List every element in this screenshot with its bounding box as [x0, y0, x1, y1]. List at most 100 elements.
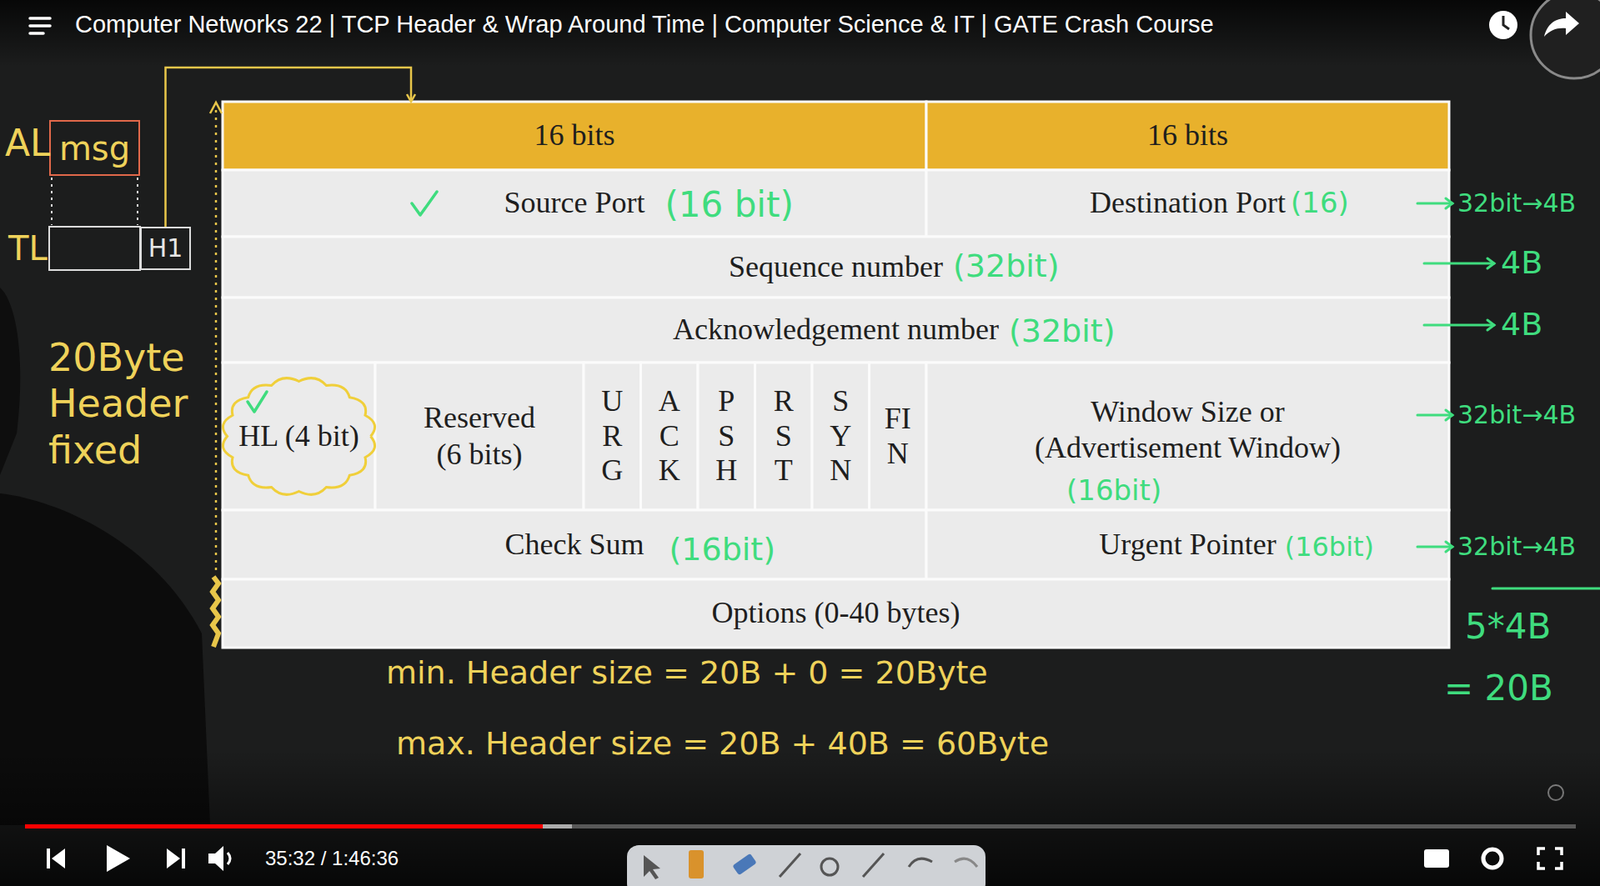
- drawing: [1487, 258, 1495, 269]
- field-size-note: (32bit): [952, 248, 1060, 286]
- field-text: ACK: [654, 384, 685, 488]
- drawing: [1489, 10, 1518, 40]
- table-cell: [222, 170, 927, 237]
- drawing: [51, 848, 66, 869]
- drawing: [136, 177, 139, 226]
- field-text: PSH: [711, 384, 742, 488]
- drawing: [212, 576, 219, 648]
- field-text: H1: [148, 233, 184, 264]
- row-size-note: 32bit→4B: [1457, 532, 1576, 562]
- row-size-note: 32bit→4B: [1457, 189, 1576, 219]
- field-text: Options (0-40 bytes): [712, 595, 961, 632]
- table-cell: [926, 101, 1450, 171]
- header-field: Reserved (6 bits): [375, 362, 584, 511]
- presenter-hair: [0, 287, 21, 476]
- player-right-icons: [1424, 848, 1562, 869]
- table-cell: [926, 362, 1450, 511]
- drawing: [1487, 320, 1495, 331]
- size-formula: min. Header size = 20B + 0 = 20Byte: [386, 655, 989, 693]
- drawing: [106, 845, 131, 873]
- drawing: [1503, 15, 1510, 30]
- row-size-note: 32bit→4B: [1457, 532, 1576, 562]
- field-size-note: (16 bit): [664, 185, 793, 226]
- field-text: Sequence number: [728, 249, 943, 286]
- drawing: [821, 858, 838, 876]
- table-cell: [583, 362, 642, 511]
- table-cell: [926, 170, 1450, 237]
- drawing: [1445, 410, 1453, 421]
- row-size-note: 32bit→4B: [1457, 401, 1576, 431]
- drawing: [210, 102, 222, 114]
- header-field: Sequence number: [222, 236, 1450, 298]
- video-title-bar: Computer Networks 22 | TCP Header & Wrap…: [75, 10, 1214, 39]
- header-field: HL (4 bit): [222, 362, 376, 511]
- video-time: 35:32 / 1:46:36: [265, 847, 399, 871]
- table-cell: [926, 510, 1450, 580]
- sum-note: 5*4B: [1464, 606, 1551, 648]
- field-text: 16 bits: [1147, 117, 1229, 154]
- field-text: Reserved (6 bits): [412, 400, 547, 472]
- field-text: SYN: [825, 384, 856, 488]
- drawing: [1538, 848, 1562, 869]
- video-time: 35:32 / 1:46:36: [265, 847, 399, 871]
- field-text: 16 bits: [533, 117, 615, 154]
- field-size-note: (16bit): [1284, 531, 1375, 563]
- field-text: msg: [59, 128, 131, 169]
- check-marks: [247, 191, 437, 412]
- drawing: [46, 848, 51, 869]
- table-cell: [755, 362, 813, 511]
- drawing: [643, 855, 661, 880]
- flag-field: SYN: [812, 362, 870, 511]
- field-size-note: (16bit): [669, 531, 777, 569]
- connector-line: [165, 67, 412, 227]
- header-field: Check Sum: [222, 510, 927, 580]
- sum-note: = 20B: [1444, 668, 1554, 709]
- menu-icon: [30, 18, 51, 34]
- field-size-note: (16): [1290, 186, 1350, 220]
- drawing: [908, 858, 933, 868]
- drawing: [862, 853, 884, 878]
- handwritten-note: 20Byte Header fixed: [48, 335, 209, 474]
- table-cell: [375, 362, 584, 511]
- row-size-note: 32bit→4B: [1457, 189, 1576, 219]
- bit-width-header: 16 bits: [926, 101, 1450, 171]
- row-size-note: 32bit→4B: [1457, 401, 1576, 431]
- header-field: Destination Port: [926, 170, 1450, 237]
- drawing: [954, 858, 978, 868]
- header-field: Source Port: [222, 170, 927, 237]
- message-box: msg: [49, 120, 141, 176]
- size-formula: max. Header size = 20B + 40B = 60Byte: [396, 726, 1049, 763]
- flag-field: ACK: [641, 362, 699, 511]
- drawing: [411, 191, 437, 216]
- progress-buffer: [25, 824, 572, 829]
- table-cell: [869, 362, 928, 511]
- layer-label: TL: [8, 229, 48, 268]
- size-formula: min. Header size = 20B + 0 = 20Byte: [386, 655, 989, 693]
- channel-logo: [1530, 0, 1600, 79]
- flag-field: URG: [583, 362, 642, 511]
- drawing: [50, 177, 53, 226]
- drawing: [779, 853, 801, 878]
- annotation-arrows: [1417, 198, 1600, 589]
- table-cell: [222, 236, 1450, 298]
- field-text: Window Size or (Advertisement Window): [1004, 394, 1372, 467]
- table-cell: [222, 362, 376, 511]
- table-cell: [222, 297, 1450, 363]
- field-size-note: (16bit): [1066, 474, 1162, 507]
- layer-sketch: [49, 177, 141, 271]
- header-bracket: [210, 102, 222, 648]
- highlight-cloud: [222, 378, 375, 496]
- header-field: Window Size or (Advertisement Window): [926, 362, 1450, 511]
- table-cells: [222, 101, 1450, 648]
- field-text: FIN: [882, 401, 913, 472]
- row-size-note: 4B: [1500, 306, 1543, 344]
- table-cell: [222, 579, 1450, 648]
- field-text: HL (4 bit): [238, 418, 360, 455]
- size-formula: max. Header size = 20B + 40B = 60Byte: [396, 726, 1049, 763]
- drawing: [30, 16, 51, 21]
- field-text: RST: [768, 384, 799, 488]
- title-bar: [0, 0, 1600, 67]
- clock-icon: [1489, 10, 1518, 40]
- drawing: [1417, 546, 1453, 549]
